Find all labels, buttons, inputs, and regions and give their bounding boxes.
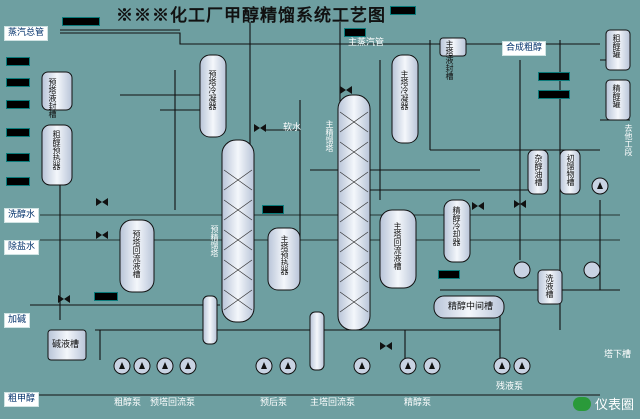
intermediate-label: 初馏物槽 xyxy=(566,154,575,186)
main-reflux-label: 主塔回流液槽 xyxy=(393,222,402,270)
fine-storage-tank xyxy=(605,79,631,121)
display-5 xyxy=(6,153,30,162)
wash-tank xyxy=(537,269,563,305)
pre-tower-label: 预精馏塔 xyxy=(210,225,219,257)
pre-tower xyxy=(221,139,255,323)
display-8 xyxy=(262,205,284,214)
display-2 xyxy=(6,78,30,87)
pump-label-1: 粗醇泵 xyxy=(114,398,142,408)
display-9 xyxy=(438,270,460,279)
fine-mid-label: 精醇中间槽 xyxy=(448,302,494,312)
reboiler-1 xyxy=(202,295,218,345)
synthesis-crude-label: 合成粗醇 xyxy=(502,41,547,56)
display-1 xyxy=(6,57,30,66)
wash-water-label: 洗醇水 xyxy=(4,208,40,223)
main-preheat-label: 主塔预热器 xyxy=(280,235,289,275)
main-seal-tank xyxy=(439,37,467,57)
left-vessels xyxy=(41,71,155,361)
fine-cooler xyxy=(443,199,471,263)
pre-condenser-label: 预塔冷凝器 xyxy=(208,70,217,110)
display-7 xyxy=(94,292,118,301)
fine-tank-label: 精醇罐 xyxy=(612,84,621,108)
wechat-icon xyxy=(572,396,591,411)
display-10 xyxy=(344,28,366,37)
display-3 xyxy=(6,100,30,109)
crude-preheater xyxy=(41,124,73,186)
fusel-tank-label: 杂醇油槽 xyxy=(534,154,543,186)
fine-mid-tank xyxy=(433,295,505,319)
crude-preheat-label: 粗醇预热器 xyxy=(52,130,61,170)
pump-label-7: 塔下槽 xyxy=(604,350,632,360)
pre-condenser xyxy=(199,54,227,138)
to-plant-label: 去他工段 xyxy=(624,124,633,156)
soft-water-label: 软水 xyxy=(283,123,302,133)
pump-label-5: 精醇泵 xyxy=(404,398,432,408)
fusel-tank xyxy=(527,149,549,195)
main-steam-label: 主蒸汽管 xyxy=(348,38,385,48)
display-11 xyxy=(538,72,570,81)
main-seal-label: 主塔液封槽 xyxy=(445,40,454,80)
pump-label-2: 预塔回流泵 xyxy=(150,398,196,408)
page-title: ※※※化工厂甲醇精馏系统工艺图 xyxy=(116,6,386,26)
wash-tank-label: 洗液槽 xyxy=(545,274,554,298)
reboiler-2 xyxy=(309,311,325,371)
pre-reflux-tank xyxy=(119,219,155,293)
display-6 xyxy=(6,177,30,186)
pump-triangles xyxy=(119,182,603,369)
crude-methanol-label: 粗甲醇 xyxy=(4,392,40,407)
intermediate-tank xyxy=(559,149,581,195)
pre-seal-label: 预塔液封槽 xyxy=(48,78,57,118)
display-steam xyxy=(62,17,100,26)
pre-seal-tank xyxy=(41,71,73,111)
main-preheater xyxy=(267,227,301,291)
pump-label-4: 主塔回流泵 xyxy=(310,398,356,408)
main-tower-label: 主精馏塔 xyxy=(325,120,334,152)
main-tower xyxy=(337,94,371,331)
pump-label-6: 残液泵 xyxy=(496,382,524,392)
steam-header-label: 蒸汽总管 xyxy=(4,26,49,41)
demin-water-label: 除盐水 xyxy=(4,240,40,255)
caustic-label: 加碱 xyxy=(4,313,31,328)
display-13 xyxy=(390,6,416,15)
caustic-tank-label: 碱液槽 xyxy=(52,340,80,350)
watermark-text: 仪表圈 xyxy=(594,398,634,413)
main-condenser xyxy=(391,54,419,144)
display-12 xyxy=(538,90,570,99)
pump-label-3: 预后泵 xyxy=(260,398,288,408)
crude-storage-tank xyxy=(605,29,631,71)
valves xyxy=(58,86,526,350)
main-reflux-tank xyxy=(379,209,417,289)
caustic-tank xyxy=(47,329,87,361)
towers xyxy=(199,29,631,371)
main-condenser-label: 主塔冷凝器 xyxy=(400,70,409,110)
pumps xyxy=(113,177,609,375)
pre-reflux-label: 预塔回流液槽 xyxy=(132,230,141,278)
fine-cooler-label: 精醇冷却器 xyxy=(452,206,461,246)
crude-tank-label: 粗醇罐 xyxy=(612,34,621,58)
watermark: 仪表圈 xyxy=(572,394,634,413)
display-4 xyxy=(6,128,30,137)
